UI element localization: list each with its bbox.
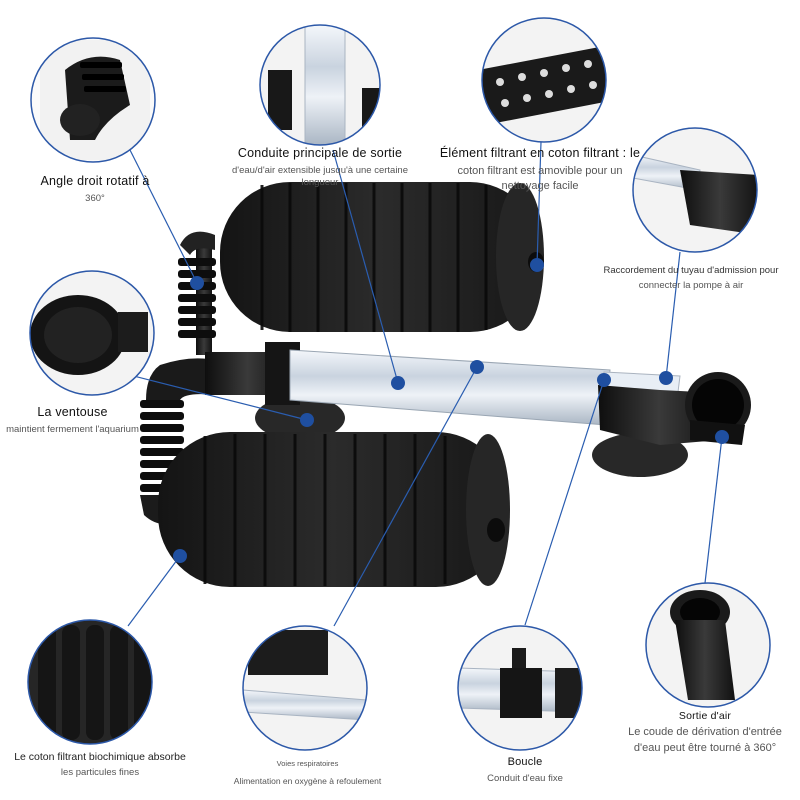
detail-circle-ventouse — [29, 270, 155, 396]
label-element-sub1: coton filtrant est amovible pour un — [457, 164, 623, 177]
detail-circle-angle — [30, 37, 156, 163]
label-ventouse: La ventouse maintient fermement l'aquari… — [0, 405, 145, 436]
detail-circle-raccord — [632, 127, 758, 253]
label-boucle-title: Boucle — [507, 756, 543, 768]
label-element-title: Élément filtrant en coton filtrant : le — [439, 146, 641, 160]
label-conduit-title: Conduite principale de sortie — [237, 146, 403, 160]
label-boucle-sub: Conduit d'eau fixe — [487, 772, 563, 784]
label-voies-sub: Alimentation en oxygène à refoulement — [233, 776, 382, 787]
label-sortie: Sortie d'air Le coude de dérivation d'en… — [615, 710, 795, 756]
label-coton: Le coton filtrant biochimique absorbe le… — [5, 748, 195, 779]
label-element-sub2: nettoyage facile — [501, 180, 579, 193]
label-angle-sub: 360° — [85, 192, 105, 204]
label-boucle: Boucle Conduit d'eau fixe — [460, 756, 590, 785]
label-angle-title: Angle droit rotatif à — [40, 174, 150, 188]
label-angle: Angle droit rotatif à 360° — [20, 174, 170, 205]
label-raccord: Raccordement du tuyau d'admission pour c… — [600, 262, 782, 292]
detail-circle-element — [481, 17, 607, 143]
label-voies-title: Voies respiratoires — [276, 759, 339, 768]
detail-circle-conduit — [259, 24, 381, 146]
callout-dots — [173, 258, 729, 563]
label-coton-sub: les particules fines — [60, 767, 140, 779]
detail-circle-voies — [242, 625, 368, 751]
sponge-filter — [140, 182, 751, 587]
detail-circle-coton — [27, 619, 153, 745]
label-ventouse-sub: maintient fermement l'aquarium — [6, 423, 139, 435]
label-sortie-sub1: Le coude de dérivation d'entrée — [628, 726, 782, 739]
label-ventouse-title: La ventouse — [37, 405, 108, 419]
callout-lines — [109, 141, 723, 627]
detail-circle-sortie — [645, 582, 771, 708]
label-element: Élément filtrant en coton filtrant : le … — [430, 146, 650, 194]
detail-circle-boucle — [457, 625, 583, 751]
label-conduit: Conduite principale de sortie d'eau/d'ai… — [215, 146, 425, 188]
label-coton-title: Le coton filtrant biochimique absorbe — [14, 751, 186, 763]
label-raccord-sub: connecter la pompe à air — [638, 279, 744, 291]
label-conduit-sub: d'eau/d'air extensible jusqu'à une certa… — [231, 164, 409, 188]
label-voies: Voies respiratoires Alimentation en oxyg… — [225, 756, 390, 787]
label-sortie-sub2: d'eau peut être tourné à 360° — [633, 741, 777, 754]
label-sortie-title: Sortie d'air — [678, 710, 732, 722]
label-raccord-title: Raccordement du tuyau d'admission pour — [603, 265, 779, 276]
